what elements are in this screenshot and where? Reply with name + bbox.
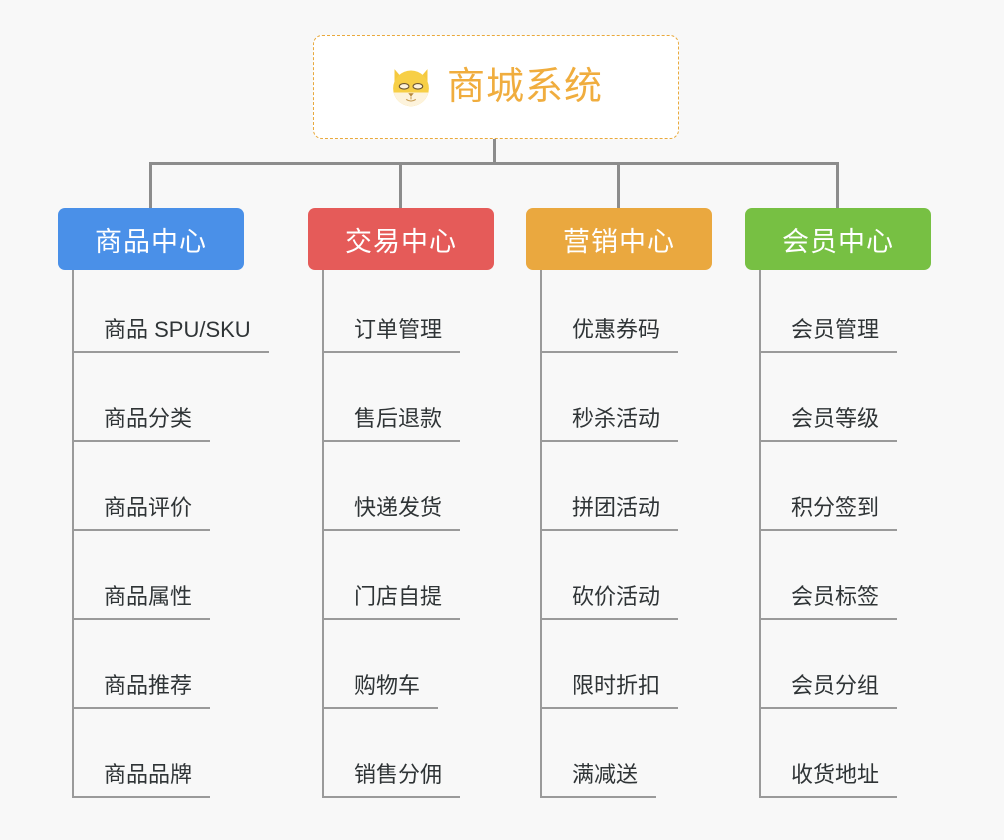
leaf-spine-member-center (759, 270, 761, 798)
leaf-item-label: 商品属性 (72, 584, 211, 620)
leaf-item[interactable]: 购物车 (322, 626, 552, 715)
category-label-product-center: 商品中心 (95, 226, 207, 257)
leaf-item-label: 会员分组 (759, 673, 898, 709)
connector-horizontal-bus (149, 162, 839, 165)
leaf-column-marketing-center: 优惠券码秒杀活动拼团活动砍价活动限时折扣满减送 (540, 270, 770, 804)
leaf-item-label: 会员管理 (759, 317, 898, 353)
leaf-item-label: 商品 SPU/SKU (72, 317, 269, 353)
leaf-item[interactable]: 拼团活动 (540, 448, 770, 537)
leaf-item[interactable]: 积分签到 (759, 448, 989, 537)
leaf-item[interactable]: 满减送 (540, 715, 770, 804)
connector-root-stem (493, 139, 496, 165)
leaf-list-marketing-center: 优惠券码秒杀活动拼团活动砍价活动限时折扣满减送 (540, 270, 770, 804)
leaf-item[interactable]: 商品属性 (72, 537, 302, 626)
category-label-marketing-center: 营销中心 (563, 226, 675, 257)
leaf-item-label: 商品推荐 (72, 673, 211, 709)
leaf-item[interactable]: 砍价活动 (540, 537, 770, 626)
leaf-item[interactable]: 商品品牌 (72, 715, 302, 804)
category-label-trade-center: 交易中心 (345, 226, 457, 257)
leaf-item[interactable]: 门店自提 (322, 537, 552, 626)
category-box-product-center[interactable]: 商品中心 (58, 208, 244, 270)
leaf-item-label: 收货地址 (759, 762, 898, 798)
leaf-item[interactable]: 商品 SPU/SKU (72, 270, 302, 359)
leaf-item[interactable]: 会员等级 (759, 359, 989, 448)
leaf-item-label: 会员标签 (759, 584, 898, 620)
leaf-item-label: 积分签到 (759, 495, 898, 531)
category-label-member-center: 会员中心 (782, 226, 894, 257)
leaf-item-label: 商品品牌 (72, 762, 211, 798)
connector-drop-product-center (149, 162, 152, 209)
leaf-item[interactable]: 会员标签 (759, 537, 989, 626)
dog-face-icon (393, 69, 429, 107)
leaf-item-label: 订单管理 (322, 317, 461, 353)
leaf-item-label: 优惠券码 (540, 317, 679, 353)
leaf-item-label: 满减送 (540, 762, 657, 798)
leaf-item-label: 售后退款 (322, 406, 461, 442)
leaf-item[interactable]: 会员管理 (759, 270, 989, 359)
leaf-item-label: 砍价活动 (540, 584, 679, 620)
leaf-column-product-center: 商品 SPU/SKU 商品分类商品评价商品属性商品推荐商品品牌 (72, 270, 302, 804)
category-box-member-center[interactable]: 会员中心 (745, 208, 931, 270)
leaf-column-trade-center: 订单管理售后退款快递发货门店自提购物车销售分佣 (322, 270, 552, 804)
connector-drop-member-center (836, 162, 839, 209)
leaf-item[interactable]: 收货地址 (759, 715, 989, 804)
leaf-item-label: 快递发货 (322, 495, 461, 531)
root-title: 商城系统 (446, 66, 603, 108)
leaf-list-trade-center: 订单管理售后退款快递发货门店自提购物车销售分佣 (322, 270, 552, 804)
connector-drop-trade-center (399, 162, 402, 209)
leaf-item-label: 门店自提 (322, 584, 461, 620)
leaf-item[interactable]: 商品推荐 (72, 626, 302, 715)
leaf-item[interactable]: 销售分佣 (322, 715, 552, 804)
leaf-item-label: 秒杀活动 (540, 406, 679, 442)
leaf-list-product-center: 商品 SPU/SKU 商品分类商品评价商品属性商品推荐商品品牌 (72, 270, 302, 804)
leaf-item-label: 购物车 (322, 673, 439, 709)
leaf-item[interactable]: 优惠券码 (540, 270, 770, 359)
leaf-item[interactable]: 限时折扣 (540, 626, 770, 715)
category-box-marketing-center[interactable]: 营销中心 (526, 208, 712, 270)
connector-drop-marketing-center (617, 162, 620, 209)
leaf-item[interactable]: 会员分组 (759, 626, 989, 715)
leaf-item[interactable]: 商品评价 (72, 448, 302, 537)
leaf-item-label: 会员等级 (759, 406, 898, 442)
leaf-item-label: 限时折扣 (540, 673, 679, 709)
leaf-item-label: 商品分类 (72, 406, 211, 442)
category-box-trade-center[interactable]: 交易中心 (308, 208, 494, 270)
leaf-item[interactable]: 订单管理 (322, 270, 552, 359)
leaf-item[interactable]: 秒杀活动 (540, 359, 770, 448)
leaf-list-member-center: 会员管理会员等级积分签到会员标签会员分组收货地址 (759, 270, 989, 804)
leaf-spine-marketing-center (540, 270, 542, 798)
leaf-item[interactable]: 快递发货 (322, 448, 552, 537)
leaf-spine-trade-center (322, 270, 324, 798)
root-node[interactable]: 商城系统 (313, 35, 679, 139)
leaf-item-label: 销售分佣 (322, 762, 461, 798)
leaf-item[interactable]: 商品分类 (72, 359, 302, 448)
leaf-item-label: 商品评价 (72, 495, 211, 531)
leaf-item-label: 拼团活动 (540, 495, 679, 531)
leaf-column-member-center: 会员管理会员等级积分签到会员标签会员分组收货地址 (759, 270, 989, 804)
leaf-item[interactable]: 售后退款 (322, 359, 552, 448)
leaf-spine-product-center (72, 270, 74, 798)
